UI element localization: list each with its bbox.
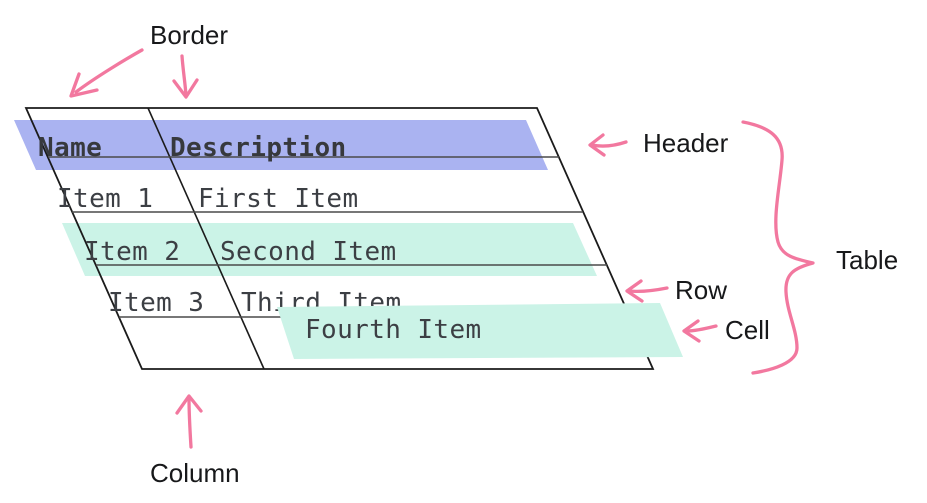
arrow-head [172, 78, 199, 99]
header-cell-description: Description [170, 133, 347, 163]
border-arrow-diagonal-icon [69, 48, 144, 98]
row-highlight [62, 223, 597, 276]
arrow-shaft [685, 324, 718, 333]
table-brace-icon [741, 120, 815, 375]
cell-label: Cell [725, 315, 770, 345]
arrow-shaft [74, 48, 144, 94]
cell-row2-description: Second Item [220, 237, 397, 267]
border-arrow-down-icon [172, 54, 199, 99]
cell-row1-description: First Item [198, 184, 359, 214]
header-cell-name: Name [38, 133, 102, 163]
arrow-head [175, 394, 203, 415]
border-label: Border [150, 20, 228, 50]
table-label: Table [836, 245, 898, 275]
table-content: Name Description Item 1 First Item Item … [38, 133, 401, 318]
header-arrow-icon [588, 133, 628, 157]
column-label: Column [150, 458, 240, 488]
header-label: Header [643, 128, 729, 158]
row-label: Row [675, 275, 727, 305]
arrow-shaft [627, 286, 669, 294]
arrow-head [588, 133, 606, 157]
arrow-shaft [180, 54, 188, 97]
cell-row2-name: Item 2 [84, 237, 180, 267]
cell-arrow-icon [682, 319, 718, 343]
cell-row1-name: Item 1 [57, 184, 153, 214]
row-arrow-icon [625, 279, 669, 303]
table-outline-border [24, 107, 655, 370]
column-arrow-icon [175, 394, 203, 449]
arrow-shaft [187, 396, 193, 449]
arrow-head [682, 319, 701, 343]
cell-row3-name: Item 3 [108, 288, 204, 318]
column-divider-border [147, 107, 265, 370]
arrow-head [69, 72, 99, 98]
cell-row4-description: Fourth Item [305, 315, 482, 345]
cell-highlight [277, 303, 683, 359]
arrow-head [625, 279, 644, 303]
arrow-shaft [590, 140, 628, 148]
